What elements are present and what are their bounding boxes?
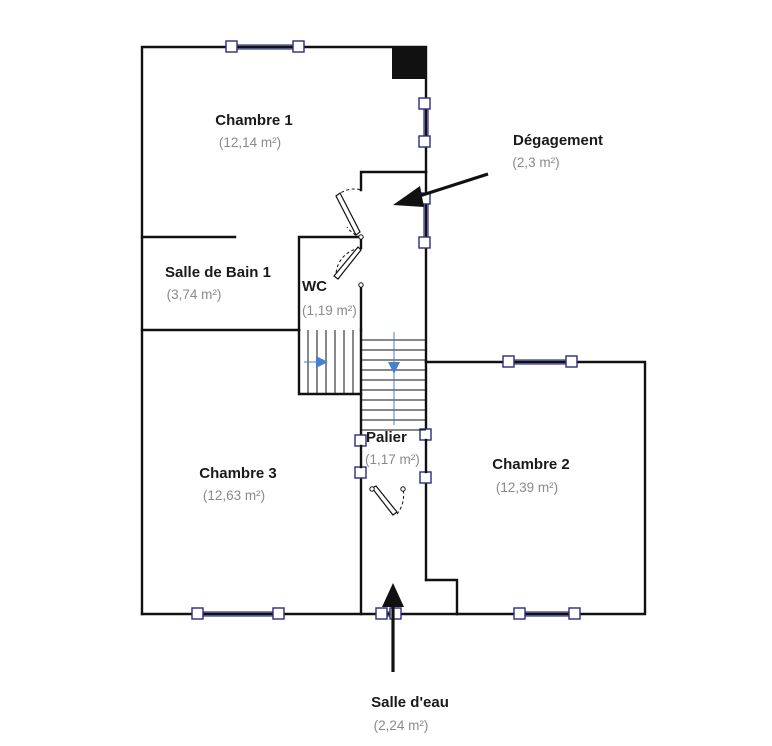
stair-small-arrow	[316, 356, 328, 368]
door-wc	[333, 246, 364, 288]
label-wc-area: (1,19 m²)	[302, 303, 357, 318]
palier-openings	[354, 428, 432, 484]
wall-chambre2-outer	[424, 360, 647, 616]
label-wc-name: WC	[302, 278, 327, 295]
label-salle-eau-area: (2,24 m²)	[374, 718, 429, 733]
window-chambre3-bottom	[191, 607, 285, 620]
stair-main-arrow	[388, 362, 400, 374]
stair-small	[304, 330, 354, 394]
wall-small-stair	[297, 328, 363, 396]
wall-corridor-left	[359, 170, 428, 192]
window-chambre2-top	[502, 355, 578, 368]
label-chambre2-name: Chambre 2	[492, 456, 570, 473]
label-sdb1-area: (3,74 m²)	[167, 287, 222, 302]
pointer-arrows	[382, 172, 489, 672]
wall-wc-top	[297, 235, 363, 332]
label-chambre3-area: (12,63 m²)	[203, 488, 265, 503]
arrow-degagement-shaft	[409, 172, 489, 201]
label-sdb1-name: Salle de Bain 1	[165, 264, 271, 281]
arrow-degagement-head	[393, 186, 424, 207]
label-chambre3-name: Chambre 3	[199, 465, 277, 482]
label-salle-eau-name: Salle d'eau	[371, 694, 449, 711]
label-palier-name: Palier	[366, 429, 407, 446]
label-chambre1-area: (12,14 m²)	[219, 135, 281, 150]
window-chambre2-bottom	[513, 607, 581, 620]
windows	[191, 40, 581, 620]
wall-salle-eau-right	[424, 578, 459, 616]
doors	[333, 188, 406, 516]
window-chambre1-right	[418, 97, 431, 148]
label-chambre2-area: (12,39 m²)	[496, 480, 558, 495]
label-chambre1-name: Chambre 1	[215, 112, 293, 129]
window-top	[225, 40, 305, 53]
label-degagement-name: Dégagement	[513, 132, 603, 149]
room-labels: Chambre 1 (12,14 m²) Dégagement (2,3 m²)…	[165, 112, 603, 733]
door-salle-eau	[369, 485, 406, 516]
door-chambre1	[335, 188, 364, 240]
stair-main	[361, 332, 426, 431]
arrow-salle-eau-head	[382, 583, 404, 607]
label-degagement-area: (2,3 m²)	[512, 155, 559, 170]
window-degagement-right	[418, 192, 431, 249]
stairs	[304, 330, 426, 431]
label-palier-area: (1,17 m²)	[365, 452, 420, 467]
corner-pillar	[392, 47, 426, 79]
